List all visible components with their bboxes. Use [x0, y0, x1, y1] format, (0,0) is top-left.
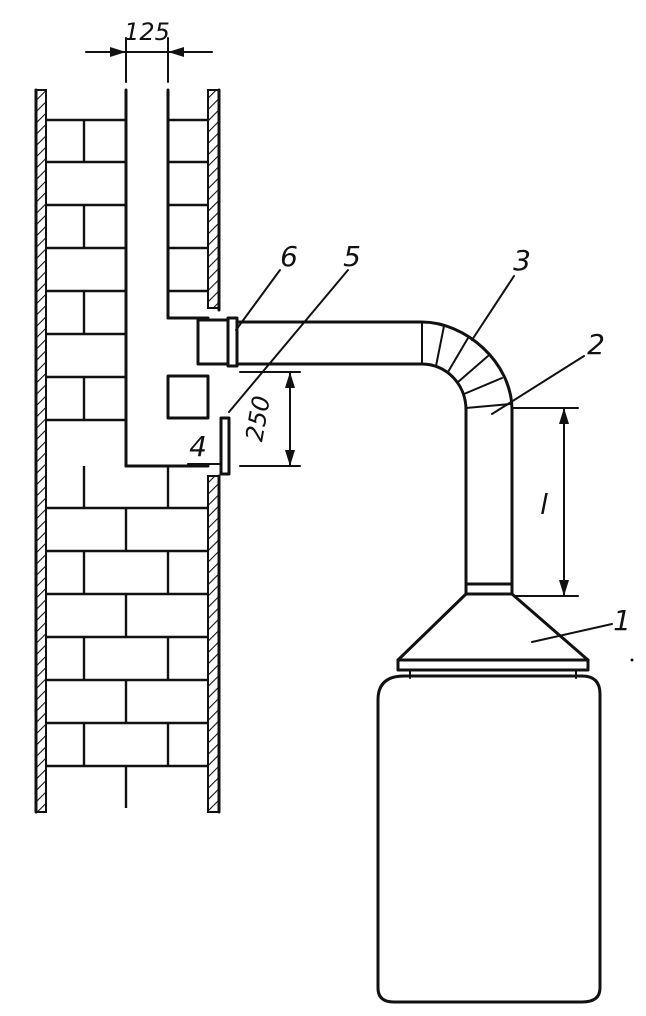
label-hood: 1: [613, 604, 631, 637]
bricks-lower: [46, 466, 208, 808]
dimension-offset: 250: [239, 371, 301, 467]
brick-block-mid-right: [166, 374, 210, 420]
tank: [376, 674, 602, 1004]
offset-label: 250: [240, 394, 276, 444]
length-label: l: [540, 488, 548, 521]
label-sleeve: 5: [343, 240, 361, 273]
label-vertical-pipe: 2: [587, 328, 605, 361]
right-plaster-layer-upper: [207, 89, 220, 309]
label-elbow: 3: [513, 244, 531, 277]
bricks-upper-right: [168, 118, 208, 293]
flue-width-label: 125: [124, 18, 170, 46]
label-lower-inlet: 4: [189, 430, 207, 463]
leader-lines: [228, 269, 613, 643]
dimension-flue-width: 125: [85, 18, 213, 83]
dimension-length: l: [513, 407, 579, 597]
upper-inlet: [196, 316, 239, 368]
bricks-upper-left: [46, 118, 126, 422]
label-upper-inlet: 6: [280, 240, 298, 273]
brick-wall: [34, 88, 221, 814]
right-plaster-layer-lower: [207, 475, 220, 813]
exhaust-pipe: [235, 320, 514, 596]
lower-inlet: [187, 416, 231, 476]
